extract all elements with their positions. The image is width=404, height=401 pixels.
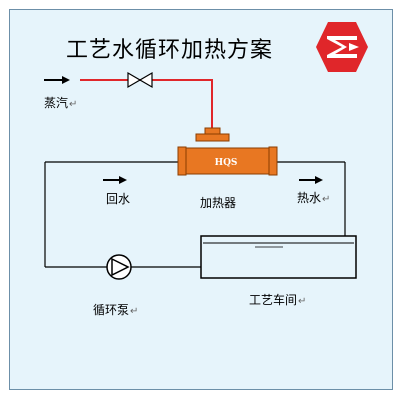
- diagram-title: 工艺水循环加热方案: [66, 38, 274, 63]
- brand-logo: [316, 22, 368, 72]
- heater-label: 加热器: [200, 196, 237, 210]
- return-water-arrow-icon: [103, 176, 127, 184]
- return-water-label: 回水: [106, 192, 131, 206]
- workshop-label: 工艺车间↵: [249, 293, 307, 307]
- diagram-frame: [9, 9, 393, 390]
- workshop-tank: [200, 235, 357, 279]
- heater-body: [177, 127, 278, 176]
- pump-icon: [106, 254, 132, 280]
- valve-icon: [127, 71, 153, 89]
- heater-tag: HQS: [215, 158, 238, 168]
- steam-label: 蒸汽↵: [44, 96, 78, 110]
- pump-label: 循环泵↵: [93, 303, 139, 317]
- hot-water-arrow-icon: [299, 176, 323, 184]
- steam-arrow-icon: [44, 76, 70, 84]
- hot-water-label: 热水↵: [297, 191, 331, 205]
